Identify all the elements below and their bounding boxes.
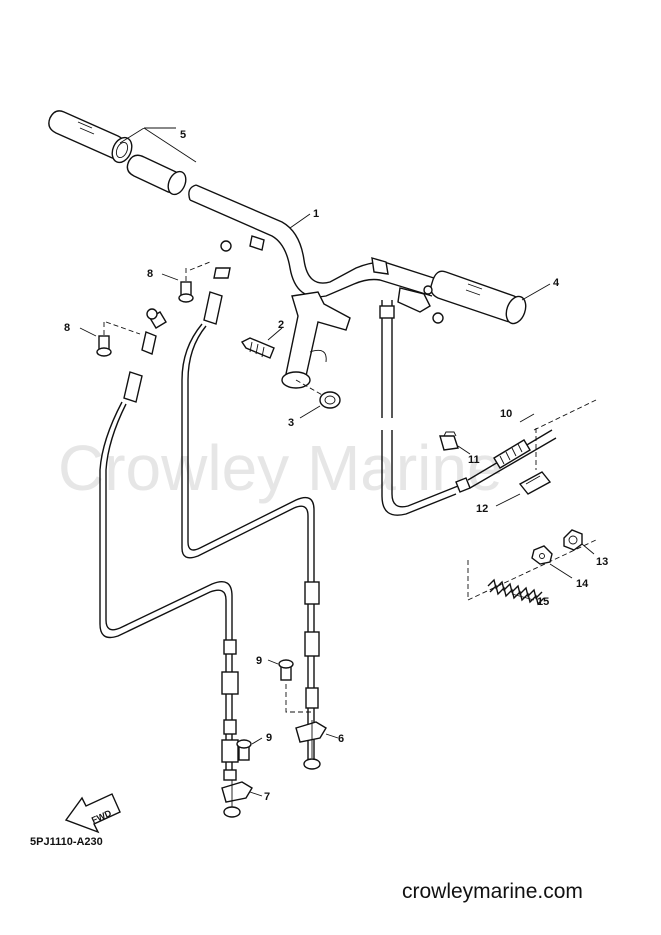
callout-1: 1 [289,208,319,229]
svg-text:2: 2 [278,319,284,331]
cable-adjuster-10[interactable] [455,399,597,601]
svg-text:8: 8 [64,322,70,334]
fwd-arrow-icon: FWD [64,793,121,834]
svg-text:12: 12 [476,503,488,515]
svg-text:8: 8 [147,268,153,280]
callout-15: 15 [511,593,549,608]
watermark-text: Crowley Marine [58,432,503,504]
svg-text:4: 4 [553,277,560,289]
throttle-cable[interactable] [99,308,239,781]
callout-13: 13 [581,543,608,568]
rear-brake-cable[interactable] [379,300,459,516]
callout-5: 5 [119,127,197,163]
steering-column[interactable] [281,291,351,389]
callout-8-lower: 8 [64,322,97,337]
callout-9-lower: 9 [251,732,272,745]
screw-9-upper[interactable] [278,659,312,713]
svg-text:3: 3 [288,417,294,429]
callout-12: 12 [476,493,521,515]
spring-15[interactable] [487,578,545,606]
nut-3[interactable] [295,379,341,409]
svg-text:14: 14 [576,578,589,590]
clip-12[interactable] [518,471,552,495]
callout-2: 2 [267,319,284,341]
diagram-code: 5PJ1110-A230 [30,836,103,848]
screw-9-lower[interactable] [236,739,252,761]
callout-7: 7 [249,791,270,803]
brake-cable[interactable] [181,240,320,760]
svg-text:15: 15 [537,596,549,608]
right-grip[interactable] [430,270,529,326]
site-url[interactable]: crowleymarine.com [402,880,583,903]
callout-11: 11 [457,445,480,466]
svg-text:5: 5 [180,129,186,141]
svg-text:6: 6 [338,733,344,745]
callout-4: 4 [521,277,560,301]
svg-text:1: 1 [313,208,319,220]
callout-6: 6 [325,733,344,745]
callout-3: 3 [288,405,321,429]
callout-14: 14 [549,563,589,590]
svg-text:10: 10 [500,408,512,420]
clip-11[interactable] [439,431,459,451]
svg-text:7: 7 [264,791,270,803]
brake-lever-bracket[interactable] [397,285,444,324]
callout-9-upper: 9 [256,655,279,667]
left-grip[interactable] [48,110,136,166]
svg-text:13: 13 [596,556,608,568]
bolt-2[interactable] [240,337,275,359]
cable-bracket-7[interactable] [221,780,253,818]
svg-text:11: 11 [468,454,480,466]
screw-8-lower[interactable] [96,321,141,357]
cable-bracket-6[interactable] [295,720,327,770]
nut-13[interactable] [563,529,583,551]
screw-8-upper[interactable] [178,261,211,303]
pin-14[interactable] [531,545,553,565]
callout-8-upper: 8 [147,268,179,281]
svg-text:9: 9 [256,655,262,667]
throttle-collar[interactable] [126,154,189,197]
svg-text:9: 9 [266,732,272,744]
callout-10: 10 [500,408,535,423]
